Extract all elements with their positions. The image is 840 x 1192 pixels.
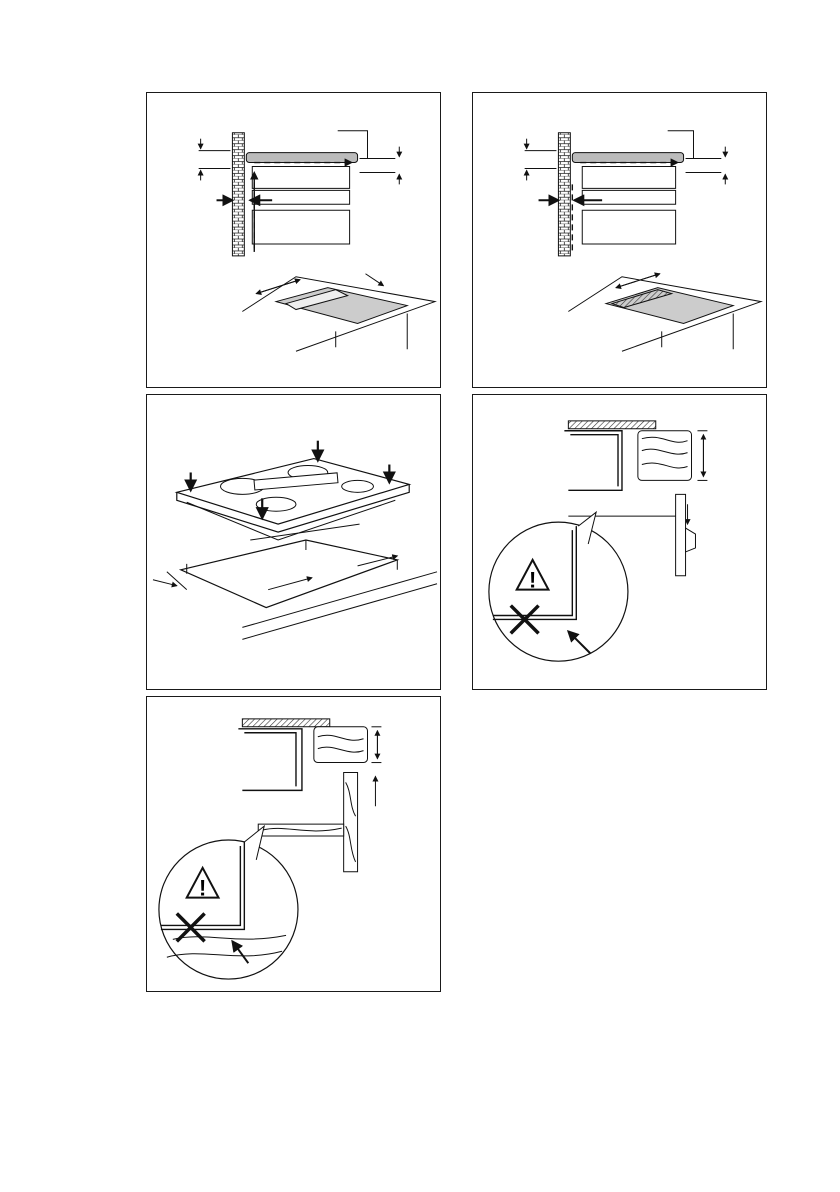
installation-panel-ventilation-b bbox=[472, 92, 767, 388]
drawer-warning-diagram: ! bbox=[473, 395, 766, 689]
installation-panel-ventilation-a bbox=[146, 92, 441, 388]
ventilation-diagram-b bbox=[473, 93, 766, 387]
warning-magnifier: ! bbox=[489, 512, 628, 661]
wood-block bbox=[314, 727, 368, 763]
cutout-perspective bbox=[568, 274, 761, 351]
airflow-arrows bbox=[572, 163, 677, 252]
warning-symbol: ! bbox=[199, 876, 206, 901]
warning-symbol: ! bbox=[529, 568, 536, 593]
worktop-hatch bbox=[568, 421, 655, 429]
worktop-hatch bbox=[242, 719, 329, 727]
airflow-arrows bbox=[254, 163, 351, 252]
warning-magnifier: ! bbox=[159, 826, 298, 979]
installation-panel-shelf-warning: ! bbox=[146, 696, 441, 992]
wood-block bbox=[638, 431, 692, 481]
page-footer bbox=[8, 1180, 408, 1192]
wall-hatch bbox=[232, 133, 244, 256]
dimension-markers bbox=[371, 727, 381, 806]
shelf-warning-diagram: ! bbox=[147, 697, 440, 991]
hob-insertion-diagram bbox=[147, 395, 440, 689]
hob-top-view bbox=[177, 459, 409, 540]
wall-hatch bbox=[558, 133, 570, 256]
cutout-frame bbox=[153, 540, 437, 639]
cutout-perspective bbox=[242, 274, 435, 351]
ventilation-diagram-a bbox=[147, 93, 440, 387]
hob-top bbox=[572, 153, 683, 163]
hob-top bbox=[246, 153, 357, 163]
installation-panel-drawer-warning: ! bbox=[472, 394, 767, 690]
installation-panel-hob-insertion bbox=[146, 394, 441, 690]
